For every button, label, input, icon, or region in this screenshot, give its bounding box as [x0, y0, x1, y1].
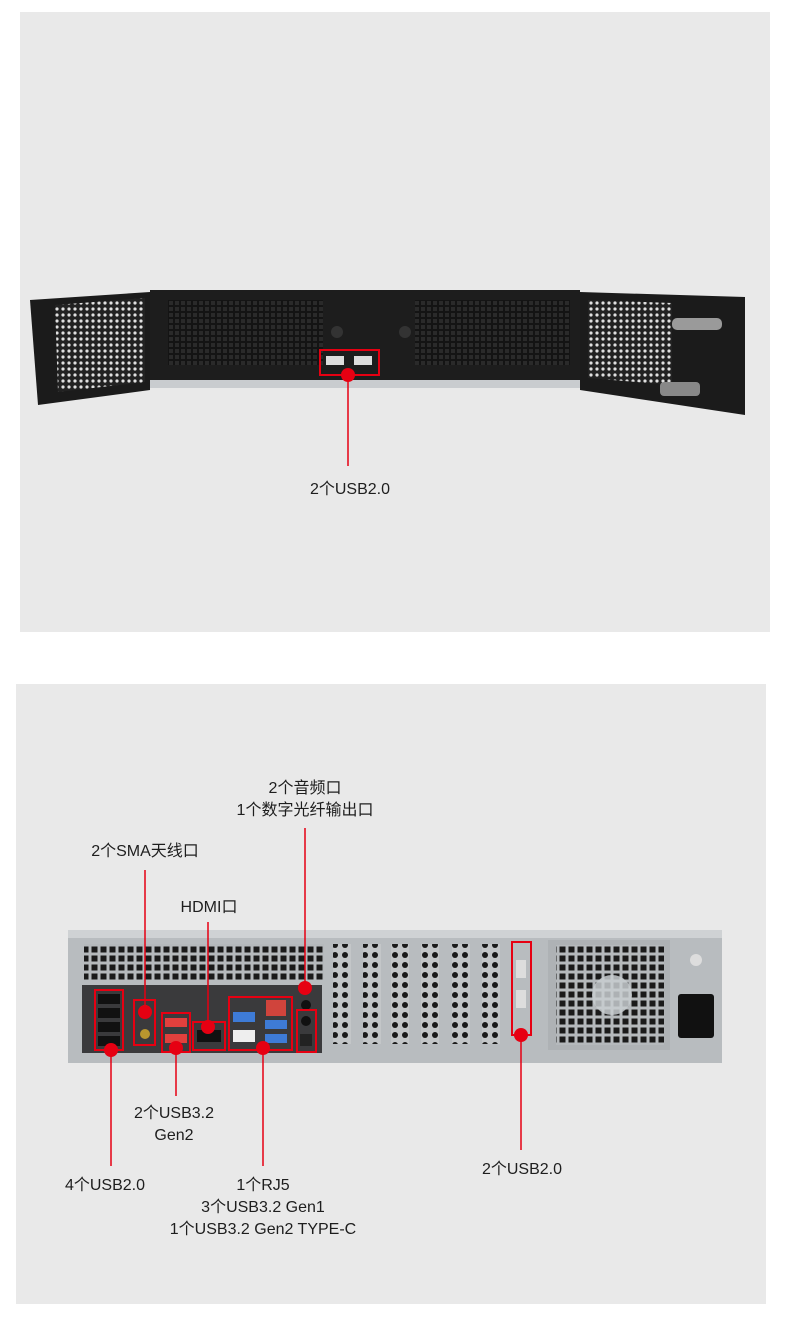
usb-blue-port	[265, 1020, 287, 1029]
usb20-left-label: 4个USB2.0	[64, 1177, 146, 1194]
front-usb-port	[326, 356, 344, 365]
usb32-label-line2: Gen2	[154, 1127, 194, 1144]
usb-bracket-port	[516, 960, 526, 978]
front-chassis	[30, 290, 745, 466]
audio-label: 2个音频口 1个数字光纤输出口	[237, 778, 374, 822]
audio-jack	[301, 1000, 311, 1010]
power-inlet	[678, 994, 714, 1038]
rj-label-line3: 1个USB3.2 Gen2 TYPE-C	[169, 1221, 357, 1238]
usb32-label-line1: 2个USB3.2	[133, 1105, 215, 1122]
screw	[690, 954, 702, 966]
optical-port	[300, 1034, 312, 1046]
usb-bracket-port	[516, 990, 526, 1008]
expansion-slots	[333, 944, 500, 1044]
callout-dot	[341, 368, 355, 382]
front-usb-port	[354, 356, 372, 365]
usb-blue-port	[265, 1034, 287, 1043]
rj45-port	[266, 1000, 286, 1016]
handle	[672, 318, 722, 330]
front-grille-right	[415, 300, 570, 365]
usb-ports-left	[98, 994, 120, 1046]
type-c-port	[233, 1030, 255, 1042]
rj-label-line2: 3个USB3.2 Gen1	[201, 1199, 325, 1216]
usb32-port	[165, 1018, 187, 1027]
usb32-port	[165, 1034, 187, 1043]
top-vent	[84, 944, 324, 980]
audio-jack	[301, 1016, 311, 1026]
audio-label-line1: 2个音频口	[268, 780, 342, 797]
rear-callout-dots	[104, 981, 528, 1057]
rj-label: 1个RJ5 3个USB3.2 Gen1 1个USB3.2 Gen2 TYPE-C	[170, 1175, 356, 1241]
audio-label-line2: 1个数字光纤输出口	[236, 802, 374, 819]
hdmi-port	[197, 1030, 221, 1042]
sma-label: 2个SMA天线口	[91, 843, 199, 860]
usb32-label: 2个USB3.2 Gen2	[134, 1103, 214, 1147]
rear-callout-lines	[110, 828, 522, 1166]
usb20-right-label: 2个USB2.0	[481, 1161, 563, 1178]
sma-connector	[140, 1029, 150, 1039]
front-grille-left	[168, 300, 323, 365]
front-usb-label: 2个USB2.0	[309, 481, 391, 498]
rear-chassis	[68, 930, 722, 1063]
hdmi-label: HDMI口	[180, 899, 238, 916]
usb-blue-port	[233, 1012, 255, 1022]
handle	[660, 382, 700, 396]
rj-label-line1: 1个RJ5	[236, 1177, 290, 1194]
